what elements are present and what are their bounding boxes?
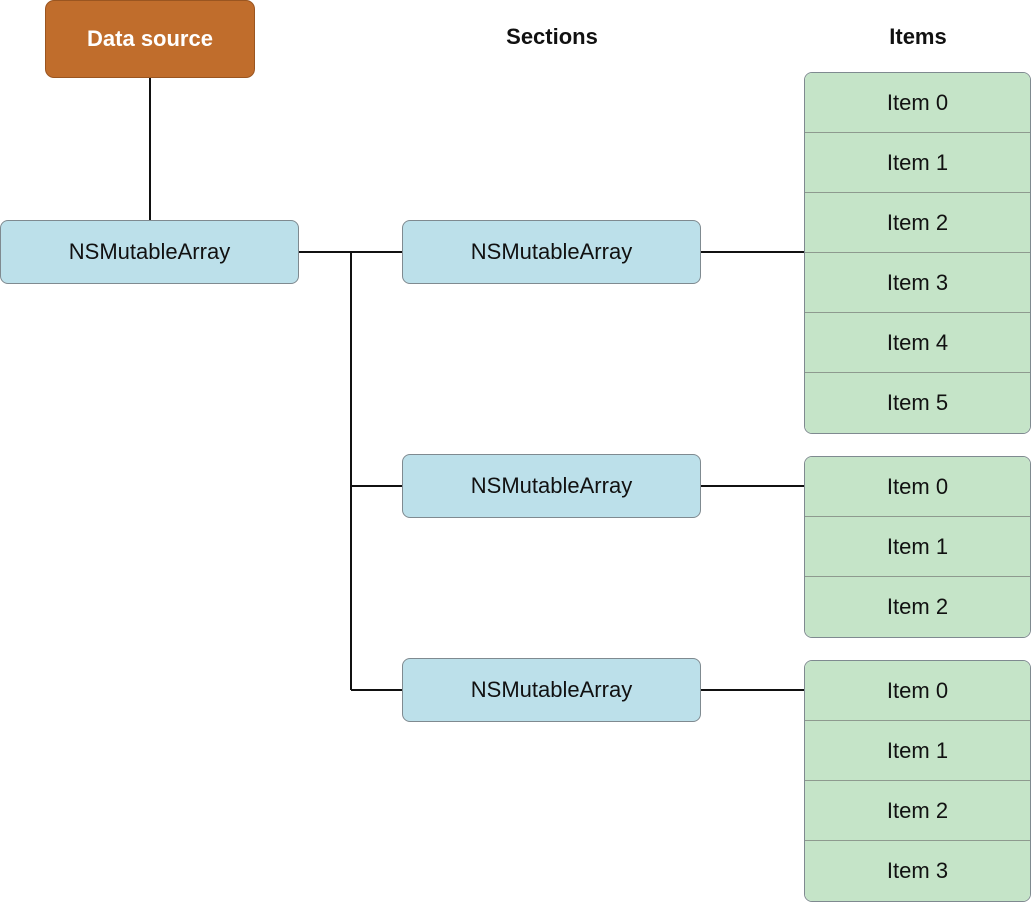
item-cell: Item 3 [805, 841, 1030, 901]
items-header: Items [889, 24, 947, 49]
items-stack-section-2: Item 0 Item 1 Item 2 Item 3 [804, 660, 1031, 902]
section-array-box: NSMutableArray [402, 658, 701, 722]
section-array-label: NSMutableArray [470, 677, 633, 702]
item-cell: Item 4 [805, 313, 1030, 373]
item-cell: Item 2 [805, 781, 1030, 841]
item-cell: Item 3 [805, 253, 1030, 313]
root-array-label: NSMutableArray [68, 239, 231, 264]
section-array-box: NSMutableArray [402, 454, 701, 518]
items-stack-section-0: Item 0 Item 1 Item 2 Item 3 Item 4 Item … [804, 72, 1031, 434]
item-cell: Item 0 [805, 661, 1030, 721]
data-source-label: Data source [87, 26, 213, 51]
item-cell: Item 2 [805, 577, 1030, 637]
item-cell: Item 0 [805, 73, 1030, 133]
section-array-box: NSMutableArray [402, 220, 701, 284]
sections-header: Sections [506, 24, 598, 49]
item-cell: Item 1 [805, 721, 1030, 781]
root-array-box: NSMutableArray [0, 220, 299, 284]
item-cell: Item 5 [805, 373, 1030, 433]
section-array-label: NSMutableArray [470, 473, 633, 498]
section-array-label: NSMutableArray [470, 239, 633, 264]
item-cell: Item 1 [805, 517, 1030, 577]
items-stack-section-1: Item 0 Item 1 Item 2 [804, 456, 1031, 638]
item-cell: Item 0 [805, 457, 1030, 517]
data-source-box: Data source [45, 0, 255, 78]
item-cell: Item 1 [805, 133, 1030, 193]
item-cell: Item 2 [805, 193, 1030, 253]
